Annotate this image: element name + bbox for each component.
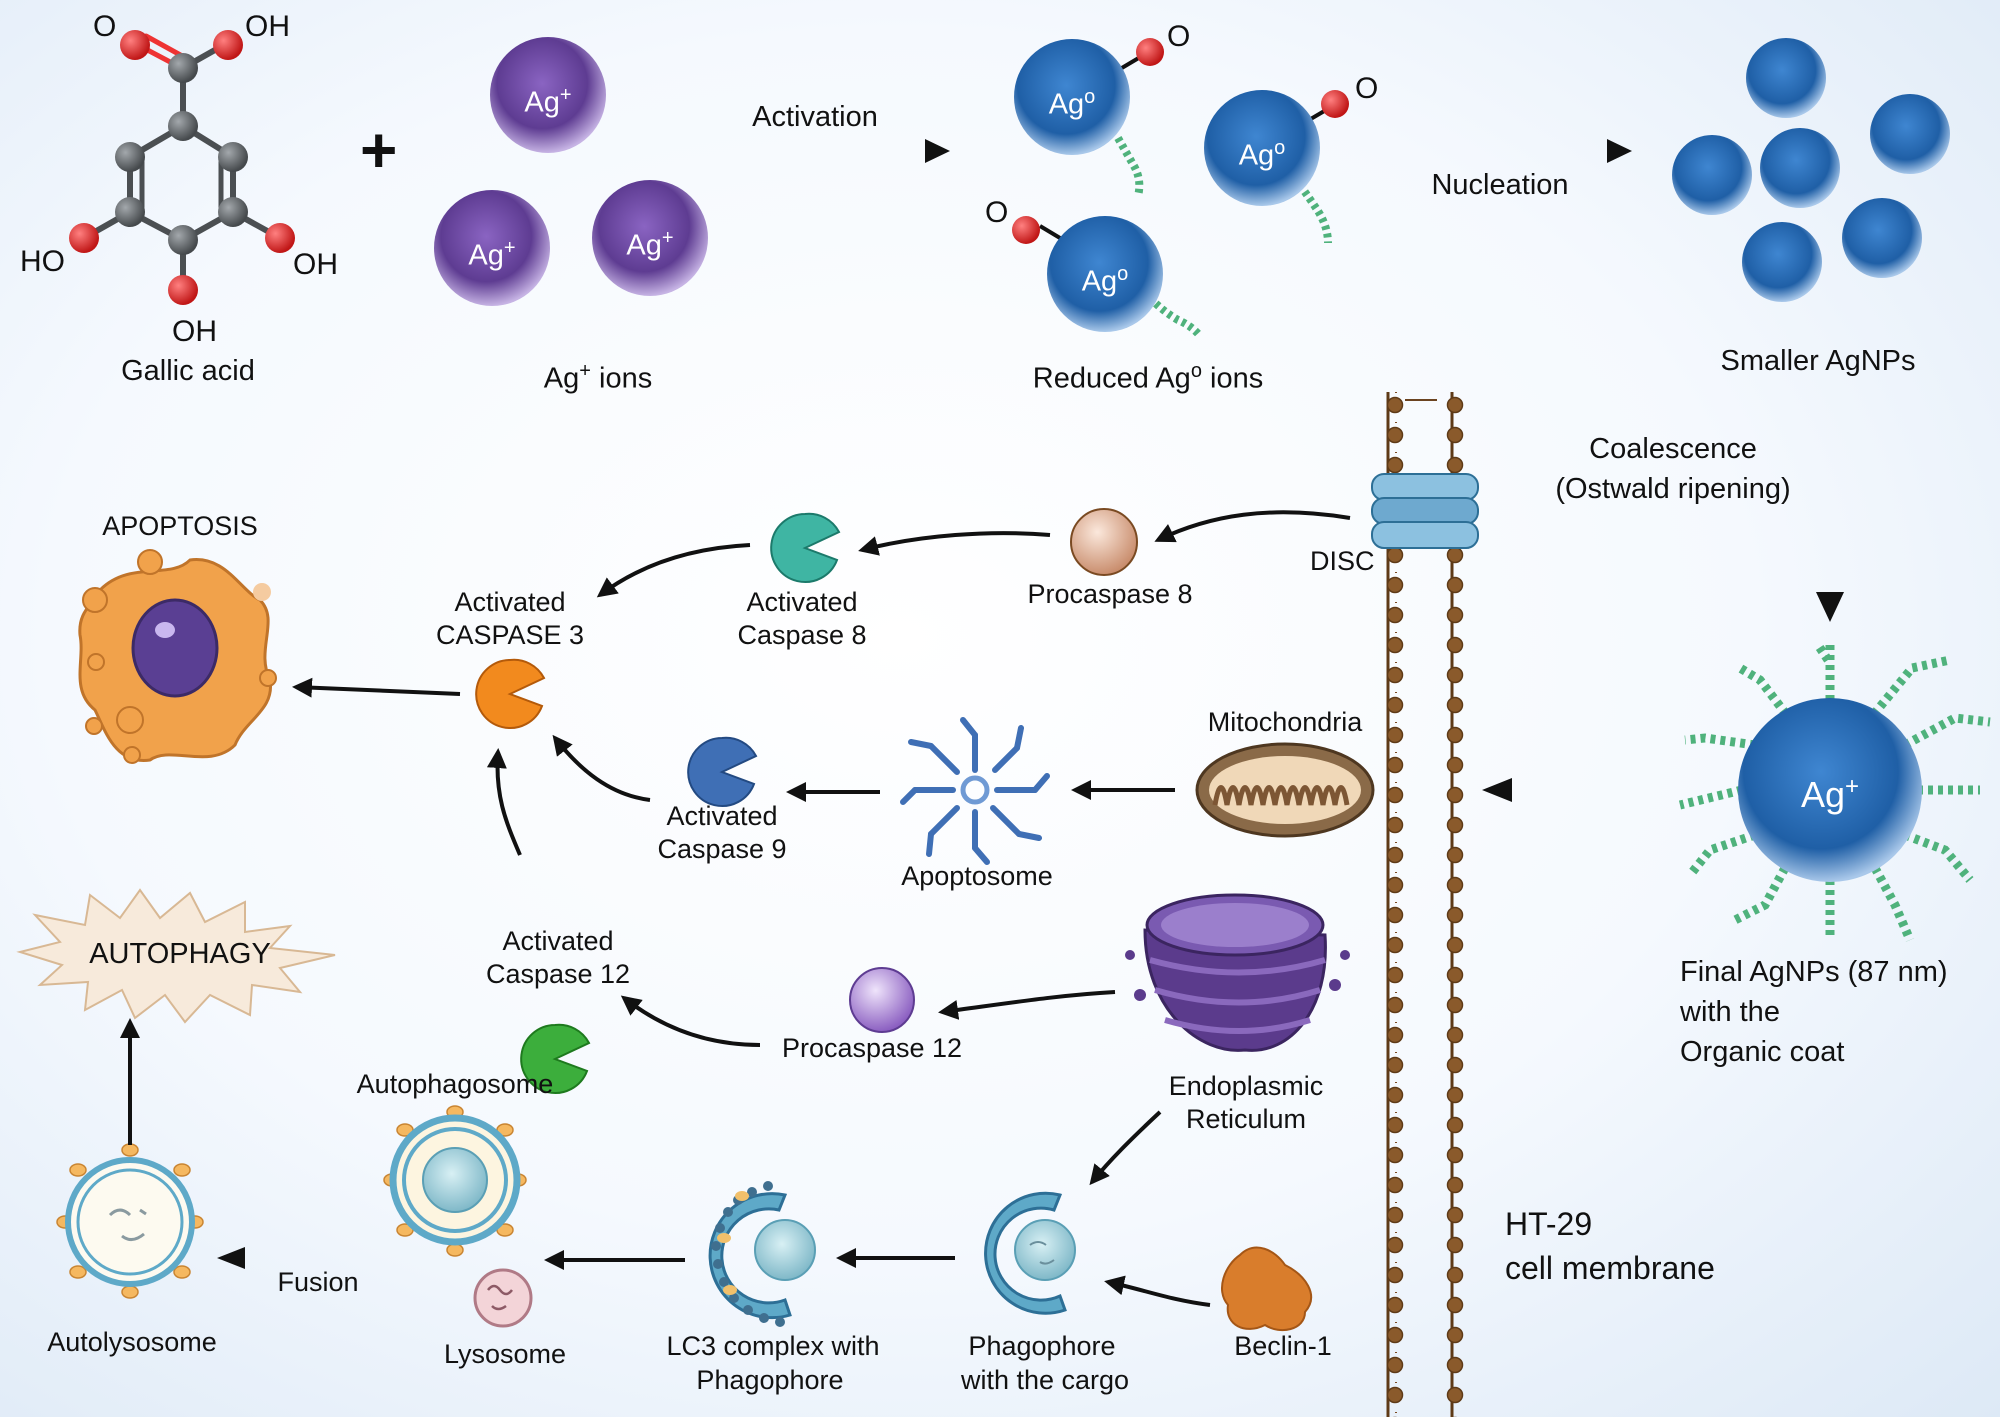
beclin1-label: Beclin-1 — [1234, 1331, 1332, 1361]
ag-ion-3 — [592, 180, 708, 296]
arrow-er-to-phagophore — [1089, 1110, 1162, 1186]
phagophore-label-2: with the cargo — [960, 1365, 1130, 1395]
final-agnps-size-label: Final AgNPs (87 nm) — [1680, 956, 1948, 988]
final-agnp-with-coat — [1678, 640, 1991, 942]
nucleation-label: Nucleation — [1431, 169, 1569, 201]
apoptosis-label: APOPTOSIS — [102, 511, 258, 541]
lysosome-shape — [473, 1268, 533, 1328]
disc-channel — [1371, 473, 1479, 549]
oxygen-2-label: O — [1355, 72, 1379, 105]
activated-caspase8-label-1: Activated — [746, 587, 858, 617]
gallic-oh-bottom-label: OH — [172, 315, 217, 348]
ag-ions-label: Ag+ ions — [543, 360, 653, 395]
er-label-2: Reticulum — [1185, 1104, 1307, 1134]
final-agnps-with-label: with the — [1680, 996, 1780, 1028]
autophagosome-shape — [383, 1105, 527, 1257]
arrow-caspase9-to-caspase3 — [552, 734, 651, 802]
arrow-er-to-procaspase12 — [938, 990, 1116, 1020]
oxygen-1-label: O — [1167, 20, 1191, 53]
ag0-2-label: Ago — [1238, 137, 1286, 172]
arrow-disc-to-procaspase8 — [1154, 510, 1351, 543]
mitochondria-label: Mitochondria — [1207, 707, 1363, 737]
membrane-name-label-2: cell membrane — [1505, 1250, 1715, 1286]
activated-caspase9-shape — [687, 736, 758, 807]
ag-ion-1-label: Ag+ — [524, 84, 572, 119]
autophagosome-label: Autophagosome — [356, 1069, 554, 1099]
phagophore-label-1: Phagophore — [968, 1331, 1116, 1361]
fusion-label: Fusion — [277, 1267, 359, 1297]
gallic-oh-right-label: OH — [293, 248, 338, 281]
reduced-ag0-ion-3 — [1012, 216, 1204, 339]
activated-caspase3-label-2: CASPASE 3 — [435, 620, 585, 650]
lc3-label-2: Phagophore — [696, 1365, 844, 1395]
coalescence-label: Coalescence — [1589, 433, 1757, 465]
gallic-acid-molecule — [69, 30, 295, 305]
activated-caspase9-label-2: Caspase 9 — [657, 834, 787, 864]
final-agnp-label: Ag+ — [1800, 773, 1860, 815]
ostwald-ripening-label: (Ostwald ripening) — [1555, 473, 1791, 505]
activated-caspase3-shape — [475, 658, 546, 729]
activated-caspase9-label-1: Activated — [666, 801, 778, 831]
smaller-agnps-label: Smaller AgNPs — [1720, 345, 1916, 377]
membrane-name-label: HT-29 — [1505, 1206, 1593, 1242]
procaspase12-label: Procaspase 12 — [781, 1033, 963, 1063]
oxygen-3-label: O — [985, 196, 1009, 229]
reduced-ag0-ion-2 — [1204, 90, 1349, 244]
final-agnps-coat-label: Organic coat — [1680, 1036, 1845, 1068]
lysosome-label: Lysosome — [443, 1339, 567, 1369]
autolysosome-label: Autolysosome — [47, 1327, 217, 1357]
activated-caspase12-label-2: Caspase 12 — [485, 959, 631, 989]
ag0-3-label: Ago — [1081, 263, 1129, 298]
plus-sign: + — [360, 114, 398, 186]
gallic-o-top-label: O — [93, 10, 117, 43]
ag0-1-label: Ago — [1048, 86, 1096, 121]
activation-label: Activation — [752, 101, 878, 133]
cell-membrane — [1375, 392, 1467, 1417]
arrow-caspase3-to-apoptosis — [292, 677, 461, 698]
smaller-agnps-cluster — [1672, 38, 1950, 302]
gallic-acid-label: Gallic acid — [121, 355, 255, 387]
ag-ion-2 — [434, 190, 550, 306]
lc3-label-1: LC3 complex with — [666, 1331, 880, 1361]
apoptotic-cell — [78, 549, 277, 764]
beclin1-shape — [1221, 1246, 1312, 1332]
ag-ion-1 — [490, 37, 606, 153]
phagophore-shape — [984, 1191, 1076, 1315]
arrow-caspase12-to-caspase3 — [486, 748, 522, 856]
activated-caspase12-label-1: Activated — [502, 926, 614, 956]
apoptosome-label: Apoptosome — [901, 861, 1053, 891]
autolysosome-shape — [56, 1143, 204, 1299]
procaspase8-shape — [1070, 508, 1138, 576]
gallic-ho-left-label: HO — [20, 245, 65, 278]
activated-caspase3-label-1: Activated — [454, 587, 566, 617]
ag-ion-3-label: Ag+ — [626, 227, 674, 262]
endoplasmic-reticulum-shape — [1125, 893, 1350, 1052]
disc-label: DISC — [1310, 546, 1375, 576]
procaspase12-shape — [849, 967, 915, 1033]
procaspase8-label: Procaspase 8 — [1027, 579, 1193, 609]
activated-caspase12-shape — [520, 1023, 591, 1094]
ag-ion-2-label: Ag+ — [468, 237, 516, 272]
arrow-procaspase12-to-caspase12 — [620, 995, 761, 1047]
autophagy-burst — [16, 888, 336, 1024]
arrow-caspase8-to-caspase3 — [596, 543, 751, 598]
gallic-oh-top-label: OH — [245, 10, 290, 43]
arrow-beclin-to-phagophore — [1104, 1275, 1211, 1307]
reduced-ag0-ion-1 — [1014, 38, 1164, 197]
lc3-complex-shape — [708, 1181, 816, 1327]
activated-caspase8-label-2: Caspase 8 — [737, 620, 867, 650]
reduced-ag0-label: Reduced Ago ions — [1032, 360, 1264, 395]
apoptosome-shape — [900, 717, 1050, 865]
autophagy-label: AUTOPHAGY — [89, 938, 271, 970]
mitochondria-shape — [1195, 742, 1375, 838]
arrow-procaspase8-to-caspase8 — [858, 531, 1051, 556]
er-label-1: Endoplasmic — [1168, 1071, 1324, 1101]
activated-caspase8-shape — [770, 512, 841, 583]
